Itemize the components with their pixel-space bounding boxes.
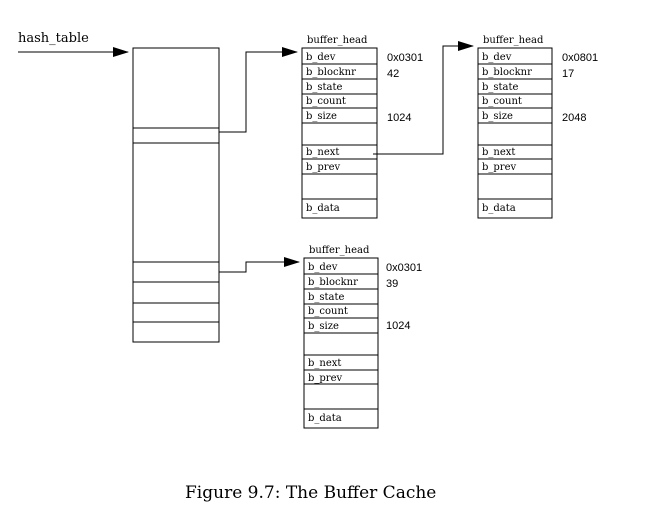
buffer-head-2: buffer_head b_dev b_blocknr b_state b_co…: [477, 35, 598, 219]
field-b-dev: b_dev: [482, 52, 512, 63]
field-b-next: b_next: [308, 358, 341, 369]
hash-slot-to-buffer-3-arrow: [219, 257, 300, 273]
field-b-state: b_state: [308, 292, 345, 303]
field-b-data: b_data: [308, 413, 342, 424]
field-b-count: b_count: [306, 96, 346, 107]
value-dev: 0x0801: [562, 52, 598, 64]
field-b-size: b_size: [306, 111, 337, 122]
buffer-head-box: [477, 47, 553, 219]
field-b-count: b_count: [308, 306, 348, 317]
value-blocknr: 17: [562, 68, 574, 80]
field-b-blocknr: b_blocknr: [306, 67, 356, 78]
value-size: 1024: [387, 112, 411, 124]
field-b-data: b_data: [306, 203, 340, 214]
value-blocknr: 39: [386, 278, 398, 290]
buffer-head-title: buffer_head: [309, 245, 370, 256]
buffer-head-title: buffer_head: [307, 35, 368, 46]
value-size: 1024: [386, 320, 410, 332]
value-blocknr: 42: [387, 68, 399, 80]
buffer-head-title: buffer_head: [483, 35, 544, 46]
field-b-dev: b_dev: [308, 262, 338, 273]
field-b-blocknr: b_blocknr: [482, 67, 532, 78]
field-b-size: b_size: [482, 111, 513, 122]
field-b-data: b_data: [482, 203, 516, 214]
field-b-blocknr: b_blocknr: [308, 277, 358, 288]
buffer-head-3: buffer_head b_dev b_blocknr b_state b_co…: [303, 245, 422, 429]
b-next-to-buffer-2-arrow: [373, 41, 474, 155]
field-b-state: b_state: [306, 82, 343, 93]
field-b-size: b_size: [308, 321, 339, 332]
buffer-head-1: buffer_head b_dev b_blocknr b_state b_co…: [301, 35, 423, 219]
field-b-count: b_count: [482, 96, 522, 107]
field-b-next: b_next: [482, 147, 515, 158]
field-b-prev: b_prev: [482, 162, 517, 173]
hash-table: [132, 47, 220, 343]
figure-caption: Figure 9.7: The Buffer Cache: [185, 483, 436, 503]
hash-table-box: [132, 47, 220, 343]
value-dev: 0x0301: [386, 262, 422, 274]
field-b-prev: b_prev: [306, 162, 341, 173]
field-b-state: b_state: [482, 82, 519, 93]
hash-slot-to-buffer-1-arrow: [219, 47, 298, 133]
buffer-head-box: [301, 47, 378, 219]
field-b-dev: b_dev: [306, 52, 336, 63]
field-b-next: b_next: [306, 147, 339, 158]
field-b-prev: b_prev: [308, 373, 343, 384]
value-dev: 0x0301: [387, 52, 423, 64]
value-size: 2048: [562, 112, 586, 124]
hash-table-label: hash_table: [18, 31, 89, 46]
buffer-head-box: [303, 257, 379, 429]
